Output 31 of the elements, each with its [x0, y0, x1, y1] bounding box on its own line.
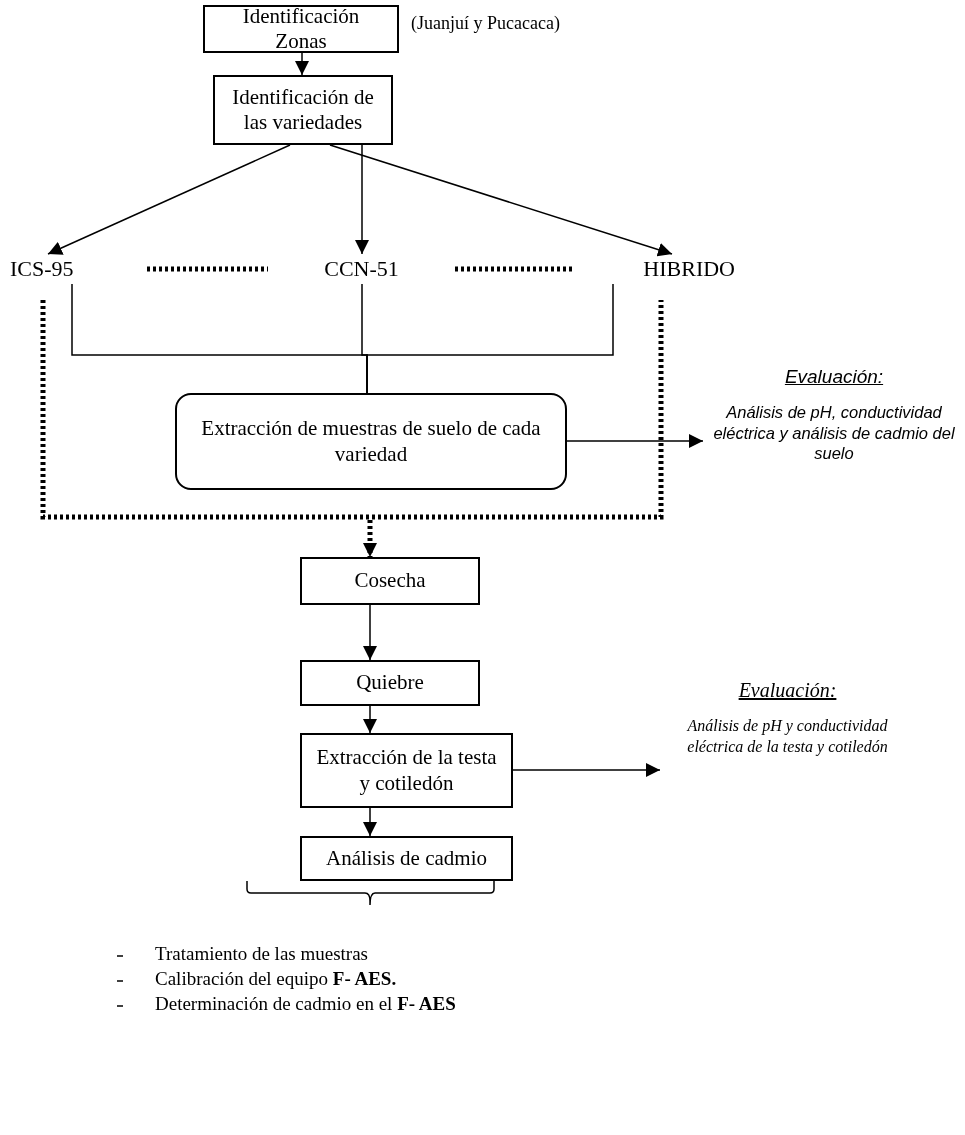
process-box: Extracción de la testa y cotiledón [300, 733, 513, 808]
arrow [329, 144, 673, 257]
arrow [512, 763, 661, 777]
list-item: Calibración del equipo F- AES. [155, 968, 397, 990]
list-item: Determinación de cadmio en el F- AES [155, 993, 456, 1015]
dotted-connector [363, 520, 377, 557]
connector-line [366, 283, 614, 394]
process-box: Identificación de las variedades [213, 75, 393, 145]
arrow [363, 705, 377, 734]
zone-note: (Juanjuí y Pucacaca) [411, 13, 560, 34]
variety-label: HIBRIDO [575, 254, 735, 284]
dotted-connector [147, 266, 268, 272]
process-box: Análisis de cadmio [300, 836, 513, 881]
arrow [363, 604, 377, 661]
process-box: Quiebre [300, 660, 480, 706]
list-item: Tratamiento de las muestras [155, 943, 368, 965]
variety-label: CCN-51 [268, 254, 455, 284]
process-box: Cosecha [300, 557, 480, 605]
dotted-connector [455, 266, 575, 272]
evaluation-heading: Evaluación: [784, 366, 884, 389]
variety-label: ICS-95 [10, 254, 147, 284]
evaluation-text: Análisis de pH, conductividad eléctrica y análisis de cadmio del suelo [712, 402, 956, 464]
arrow [47, 144, 291, 255]
evaluation-text: Análisis de pH y conductividad eléctrica de la testa y cotiledón [685, 715, 889, 758]
arrow [355, 144, 369, 255]
process-box: Identificación Zonas [203, 5, 399, 53]
arrow [363, 807, 377, 837]
process-box: Extracción de muestras de suelo de cada variedad [175, 393, 567, 490]
arrow [295, 52, 309, 76]
evaluation-heading: Evaluación: [738, 678, 837, 702]
arrow [566, 434, 704, 448]
